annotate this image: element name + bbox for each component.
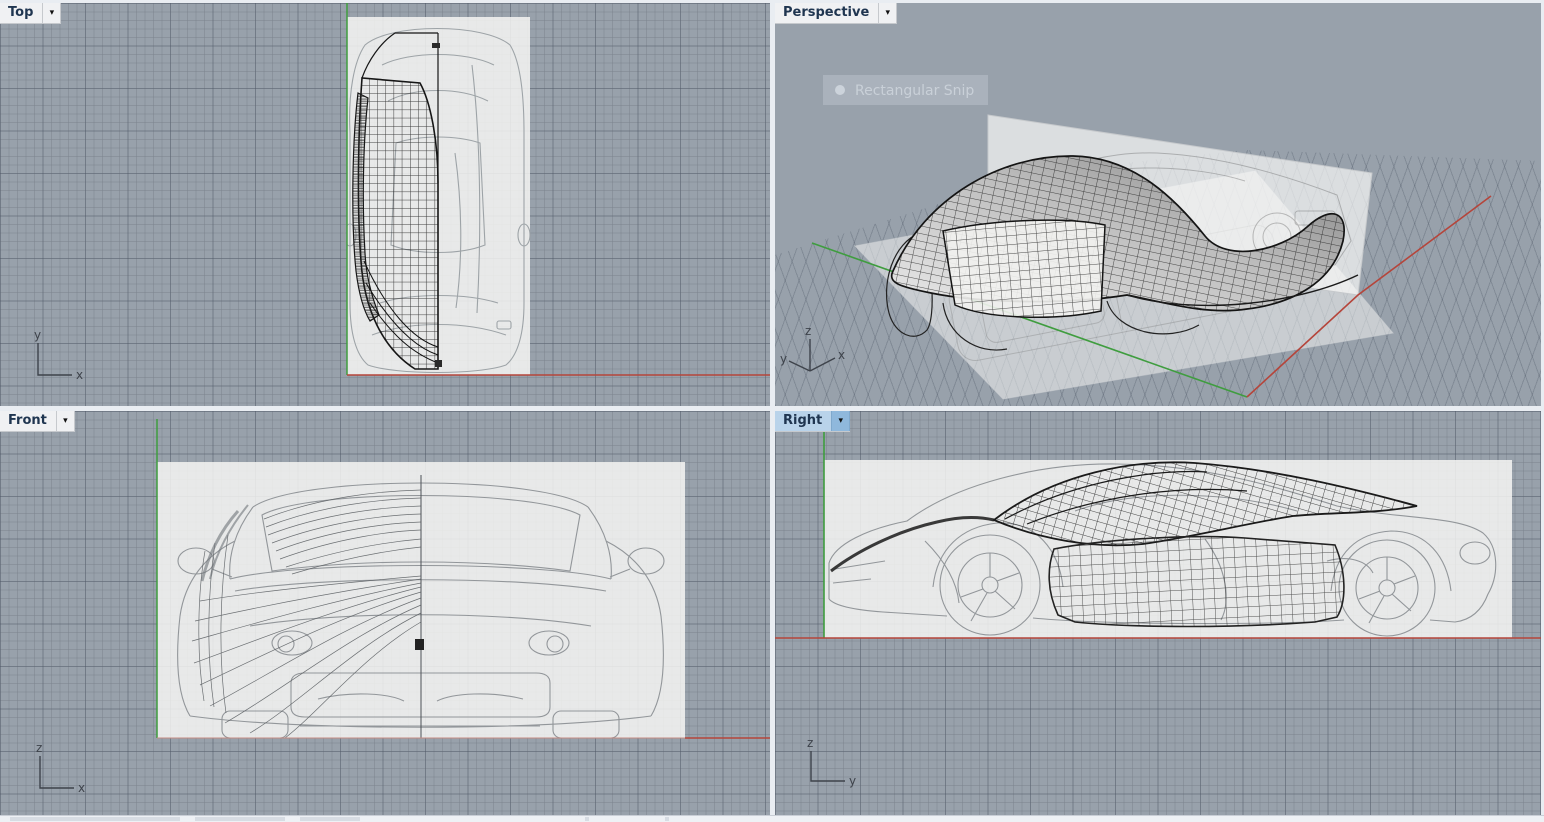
viewport-title[interactable]: Perspective	[775, 3, 880, 23]
chevron-down-icon[interactable]: ▾	[879, 3, 898, 23]
viewport-front-label-tab[interactable]: Front ▾	[0, 411, 75, 431]
car-surface-wireframe	[885, 155, 1359, 351]
viewport-top-label-tab[interactable]: Top ▾	[0, 3, 62, 23]
axis-label-x: x	[838, 348, 845, 362]
axis-label-z: z	[807, 736, 813, 750]
viewport-title[interactable]: Front	[0, 411, 57, 431]
snip-dot-icon	[835, 85, 845, 95]
surface-mesh-front-view	[191, 489, 422, 739]
axis-label-z: z	[805, 324, 811, 338]
top-viewport-canvas[interactable]: y x	[0, 3, 770, 406]
viewport-title[interactable]: Right	[775, 411, 833, 431]
rectangular-snip-overlay: Rectangular Snip	[823, 75, 988, 105]
chevron-down-icon[interactable]: ▾	[832, 411, 851, 431]
viewport-top[interactable]: y x Top ▾	[0, 3, 770, 406]
cplane-axis-indicator	[810, 751, 845, 782]
front-viewport-canvas[interactable]: z x	[0, 411, 770, 816]
chevron-down-icon[interactable]: ▾	[56, 411, 75, 431]
viewport-right[interactable]: z y Right ▾	[775, 411, 1541, 816]
cplane-axis-indicator	[37, 343, 72, 376]
axis-label-y: y	[780, 352, 787, 366]
right-viewport-canvas[interactable]: z y	[775, 411, 1541, 816]
surface-mesh-top-view	[352, 32, 442, 370]
x-axis-line-red	[1246, 195, 1492, 398]
viewport-front[interactable]: z x Front ▾	[0, 411, 770, 816]
y-axis-line-green	[811, 242, 1248, 398]
chevron-down-icon[interactable]: ▾	[43, 3, 62, 23]
perspective-viewport-canvas[interactable]: Rectangular Snip z y x	[775, 3, 1541, 406]
axis-label-x: x	[76, 368, 83, 382]
snip-label: Rectangular Snip	[855, 83, 974, 99]
surface-edge-front-view	[200, 504, 249, 582]
viewport-perspective[interactable]: Rectangular Snip z y x Perspective ▾	[775, 3, 1541, 406]
axis-label-x: x	[78, 781, 85, 795]
badge-mark	[415, 639, 424, 650]
viewport-title[interactable]: Top	[0, 3, 44, 23]
axis-label-y: y	[34, 328, 41, 342]
cplane-axis-indicator	[788, 339, 836, 372]
cplane-axis-indicator	[39, 756, 74, 789]
window-bottom-edge	[0, 815, 1544, 822]
axis-label-y: y	[849, 774, 856, 788]
viewport-right-label-tab[interactable]: Right ▾	[775, 411, 851, 431]
surface-mesh-side-view	[830, 461, 1418, 628]
axis-label-z: z	[36, 741, 42, 755]
viewport-perspective-label-tab[interactable]: Perspective ▾	[775, 3, 898, 23]
car-blueprint-front-view	[177, 482, 665, 739]
